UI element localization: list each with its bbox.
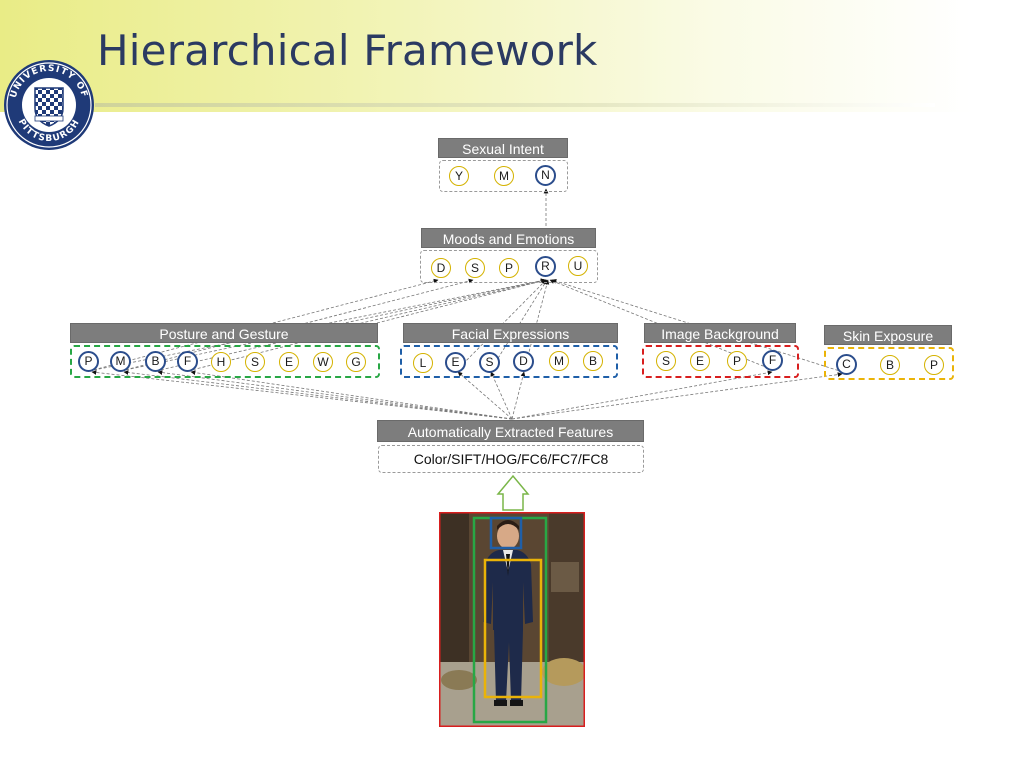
- skin-node-p: P: [924, 355, 944, 375]
- skin-group: [824, 347, 954, 380]
- moods-node-p: P: [499, 258, 519, 278]
- posture-node-e: E: [279, 352, 299, 372]
- university-seal-icon: UNIVERSITY OF PITTSBURGH: [4, 60, 94, 150]
- posture-node-p: P: [78, 351, 99, 372]
- posture-node-s: S: [245, 352, 265, 372]
- facial-node-d: D: [513, 351, 534, 372]
- title-underline: [95, 103, 935, 107]
- sexual-intent-node-n: N: [535, 165, 556, 186]
- background-header: Image Background: [644, 323, 796, 343]
- facial-node-s: S: [479, 352, 500, 373]
- person-photo: [439, 512, 585, 727]
- posture-node-g: G: [346, 352, 366, 372]
- moods-node-u: U: [568, 256, 588, 276]
- facial-node-l: L: [413, 353, 433, 373]
- facial-node-m: M: [549, 351, 569, 371]
- posture-node-m: M: [110, 351, 131, 372]
- moods-node-r: R: [535, 256, 556, 277]
- posture-header: Posture and Gesture: [70, 323, 378, 343]
- background-node-e: E: [690, 351, 710, 371]
- facial-header: Facial Expressions: [403, 323, 618, 343]
- background-node-s: S: [656, 351, 676, 371]
- skin-node-c: C: [836, 354, 857, 375]
- skin-node-b: B: [880, 355, 900, 375]
- posture-node-w: W: [313, 352, 333, 372]
- posture-node-b: B: [145, 351, 166, 372]
- upload-arrow-icon: [496, 474, 530, 511]
- sexual-intent-node-y: Y: [449, 166, 469, 186]
- title-banner: [0, 0, 1024, 112]
- moods-header: Moods and Emotions: [421, 228, 596, 248]
- sexual-intent-group: [439, 160, 568, 192]
- posture-node-f: F: [177, 351, 198, 372]
- facial-group: [400, 345, 618, 378]
- background-node-f: F: [762, 350, 783, 371]
- features-value: Color/SIFT/HOG/FC6/FC7/FC8: [378, 445, 644, 473]
- moods-node-d: D: [431, 258, 451, 278]
- sexual-intent-header: Sexual Intent: [438, 138, 568, 158]
- features-header: Automatically Extracted Features: [377, 420, 644, 442]
- posture-group: [70, 345, 380, 378]
- slide-title: Hierarchical Framework: [97, 26, 598, 75]
- facial-node-e: E: [445, 352, 466, 373]
- background-group: [642, 345, 799, 378]
- sexual-intent-node-m: M: [494, 166, 514, 186]
- skin-header: Skin Exposure: [824, 325, 952, 345]
- posture-node-h: H: [211, 352, 231, 372]
- facial-node-b: B: [583, 351, 603, 371]
- moods-node-s: S: [465, 258, 485, 278]
- moods-group: [420, 250, 598, 283]
- background-node-p: P: [727, 351, 747, 371]
